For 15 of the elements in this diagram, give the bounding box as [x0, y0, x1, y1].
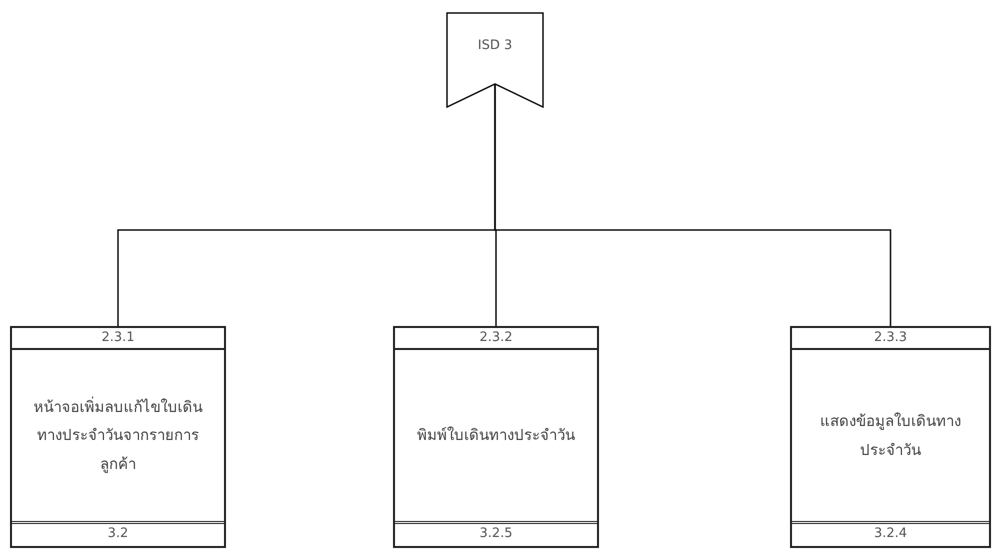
- connector-label: ISD 3: [478, 38, 512, 53]
- module-box: [393, 326, 599, 548]
- module-title: พิมพ์ใบเดินทางประจำวัน: [417, 425, 575, 446]
- module-title: แสดงข้อมูลใบเดินทางประจำวัน: [819, 411, 962, 460]
- reference-number: 3.2.4: [874, 526, 908, 541]
- reference-number: 3.2: [108, 526, 128, 541]
- module-box: [10, 326, 226, 548]
- offpage-connector: [446, 12, 544, 108]
- connector-line: [494, 84, 892, 326]
- module-box: [790, 326, 991, 548]
- module-number: 2.3.2: [479, 330, 513, 345]
- reference-number: 3.2.5: [479, 526, 513, 541]
- module-title: หน้าจอเพิ่มลบแก้ไขใบเดินทางประจำวันจากรายการลูกค้า: [32, 396, 204, 475]
- module-number: 2.3.1: [101, 330, 135, 345]
- module-number: 2.3.3: [874, 330, 908, 345]
